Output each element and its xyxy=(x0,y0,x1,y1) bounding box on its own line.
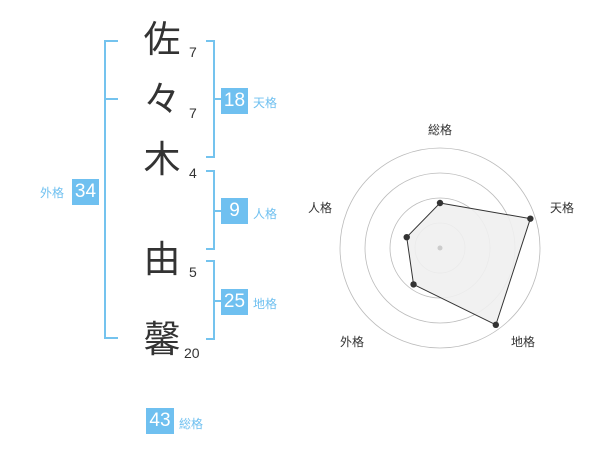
chikaku-label: 地格 xyxy=(253,297,278,311)
stroke-count-5: 20 xyxy=(184,345,200,361)
jinkaku-badge: 9 xyxy=(221,198,248,224)
name-char-2: 々 xyxy=(143,78,181,121)
tenkaku-bracket-top xyxy=(206,40,215,42)
radar-point-外格 xyxy=(410,281,417,288)
radar-label-soukaku: 総格 xyxy=(428,123,453,137)
radar-label-tenkaku: 天格 xyxy=(550,201,575,215)
tenkaku-label: 天格 xyxy=(253,96,278,110)
stroke-count-3: 4 xyxy=(189,165,197,181)
jinkaku-bracket-bottom xyxy=(206,248,215,250)
radar-label-chikaku: 地格 xyxy=(511,335,536,349)
radar-chart xyxy=(339,147,541,349)
stroke-count-4: 5 xyxy=(189,264,197,280)
gaikaku-badge: 34 xyxy=(72,179,99,205)
chikaku-bracket-bottom xyxy=(206,338,215,340)
gaikaku-bracket-bottom xyxy=(104,337,118,339)
gaikaku-bracket-tick xyxy=(104,98,118,100)
radar-point-天格 xyxy=(527,215,534,222)
name-char-5: 馨 xyxy=(143,318,181,361)
gaikaku-bracket-top xyxy=(104,40,118,42)
tenkaku-badge: 18 xyxy=(221,88,248,114)
name-char-1: 佐 xyxy=(143,18,181,61)
radar-point-地格 xyxy=(492,321,500,329)
gaikaku-label: 外格 xyxy=(40,186,65,200)
radar-label-gaikaku: 外格 xyxy=(340,335,365,349)
radar-point-総格 xyxy=(436,199,444,207)
jinkaku-bracket-connector xyxy=(213,210,222,212)
name-char-4: 由 xyxy=(143,238,181,281)
name-char-3: 木 xyxy=(143,138,181,181)
radar-label-jinkaku: 人格 xyxy=(308,201,333,215)
stroke-count-1: 7 xyxy=(189,44,197,60)
chikaku-bracket-connector xyxy=(213,300,222,302)
radar-point-人格 xyxy=(403,233,410,241)
gaikaku-bracket-vertical xyxy=(104,40,106,339)
jinkaku-bracket-top xyxy=(206,170,215,172)
tenkaku-bracket-connector xyxy=(213,98,222,100)
radar-ring-1 xyxy=(339,147,541,349)
chikaku-badge: 25 xyxy=(221,289,248,315)
chikaku-bracket-top xyxy=(206,260,215,262)
stroke-count-2: 7 xyxy=(189,105,197,121)
jinkaku-label: 人格 xyxy=(253,207,278,221)
soukaku-label: 総格 xyxy=(179,417,204,431)
soukaku-badge: 43 xyxy=(146,408,174,434)
tenkaku-bracket-bottom xyxy=(206,156,215,158)
radar-polygon xyxy=(406,202,532,326)
radar-center xyxy=(437,245,443,251)
